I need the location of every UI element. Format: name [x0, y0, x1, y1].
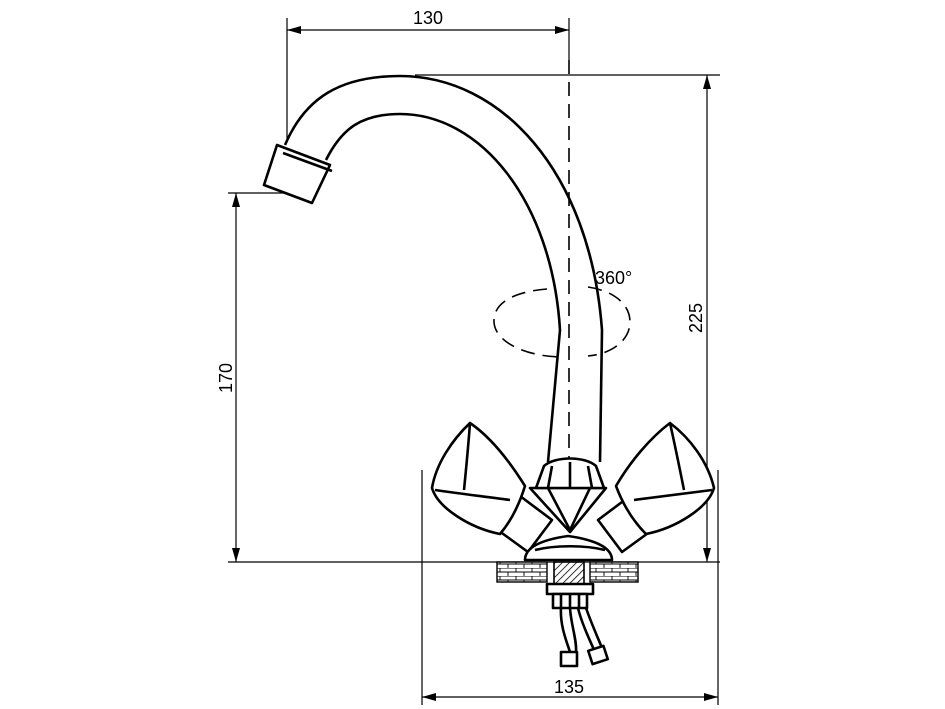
dimension-label-spout-height: 170	[216, 363, 236, 393]
rotation-indicator: 360°	[493, 268, 632, 358]
aerator-tip	[262, 143, 333, 205]
base-flange	[523, 534, 614, 562]
dimension-base-width: 135	[421, 470, 719, 705]
dimension-label-spout-reach: 130	[413, 8, 443, 28]
dimension-spout-height: 170	[216, 192, 600, 563]
dimension-label-total-height: 225	[686, 303, 706, 333]
flexible-hoses	[559, 607, 610, 668]
right-handle	[596, 421, 716, 554]
spout	[283, 74, 604, 463]
swivel-nut	[534, 457, 606, 490]
dimension-label-base-width: 135	[554, 677, 584, 697]
rotation-label: 360°	[595, 268, 632, 288]
countertop-section	[496, 561, 639, 585]
mounting-assembly	[545, 582, 595, 610]
dimension-spout-reach: 130	[286, 8, 570, 140]
